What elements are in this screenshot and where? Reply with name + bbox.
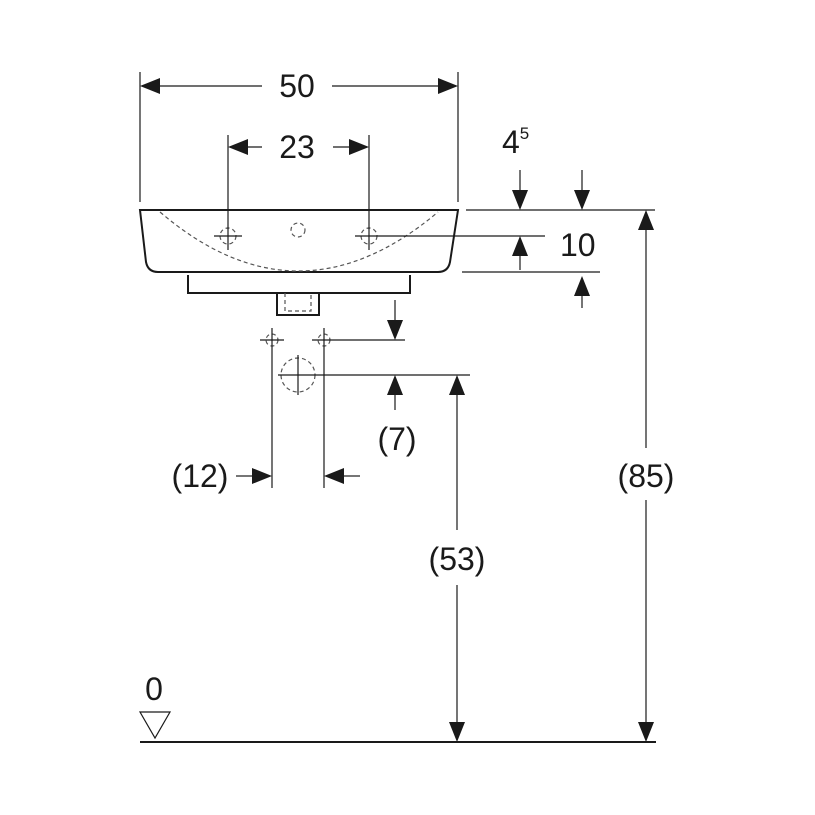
- dimension-basin-depth-label: 10: [560, 227, 596, 263]
- tap-hole-right: [355, 222, 545, 250]
- tap-hole-left: [214, 222, 242, 250]
- dimension-tap-spacing: 23: [227, 129, 370, 222]
- dimension-width-label: 50: [279, 68, 315, 104]
- dimension-drain-drop-label: (7): [377, 421, 416, 457]
- dimension-drain-drop: (7): [377, 300, 417, 457]
- dimension-rim-height: (85): [618, 210, 675, 742]
- dimension-tap-spacing-label: 23: [279, 129, 315, 165]
- drain-outlet: [278, 355, 470, 395]
- overflow-hole: [290, 222, 306, 238]
- dimension-drain-height: (53): [429, 375, 486, 742]
- dimension-basin-depth: 10: [462, 227, 600, 308]
- svg-text:45: 45: [502, 124, 529, 160]
- dimension-drain-spacing-label: (12): [172, 458, 229, 494]
- floor-level-marker: 0: [138, 671, 656, 743]
- dimension-rim-offset-superscript: 5: [520, 124, 529, 143]
- dimension-drain-height-label: (53): [429, 541, 486, 577]
- dimension-rim-offset: 45: [466, 124, 655, 211]
- floor-level-label: 0: [145, 671, 163, 707]
- dimension-rim-offset-label: 4: [502, 124, 520, 160]
- dimension-drain-spacing: (12): [172, 352, 360, 494]
- supply-connection-left: [260, 328, 284, 352]
- dimension-rim-height-label: (85): [618, 458, 675, 494]
- dimension-width: 50: [139, 68, 459, 202]
- supply-connection-right: [312, 328, 405, 352]
- washbasin-outline: [138, 209, 460, 316]
